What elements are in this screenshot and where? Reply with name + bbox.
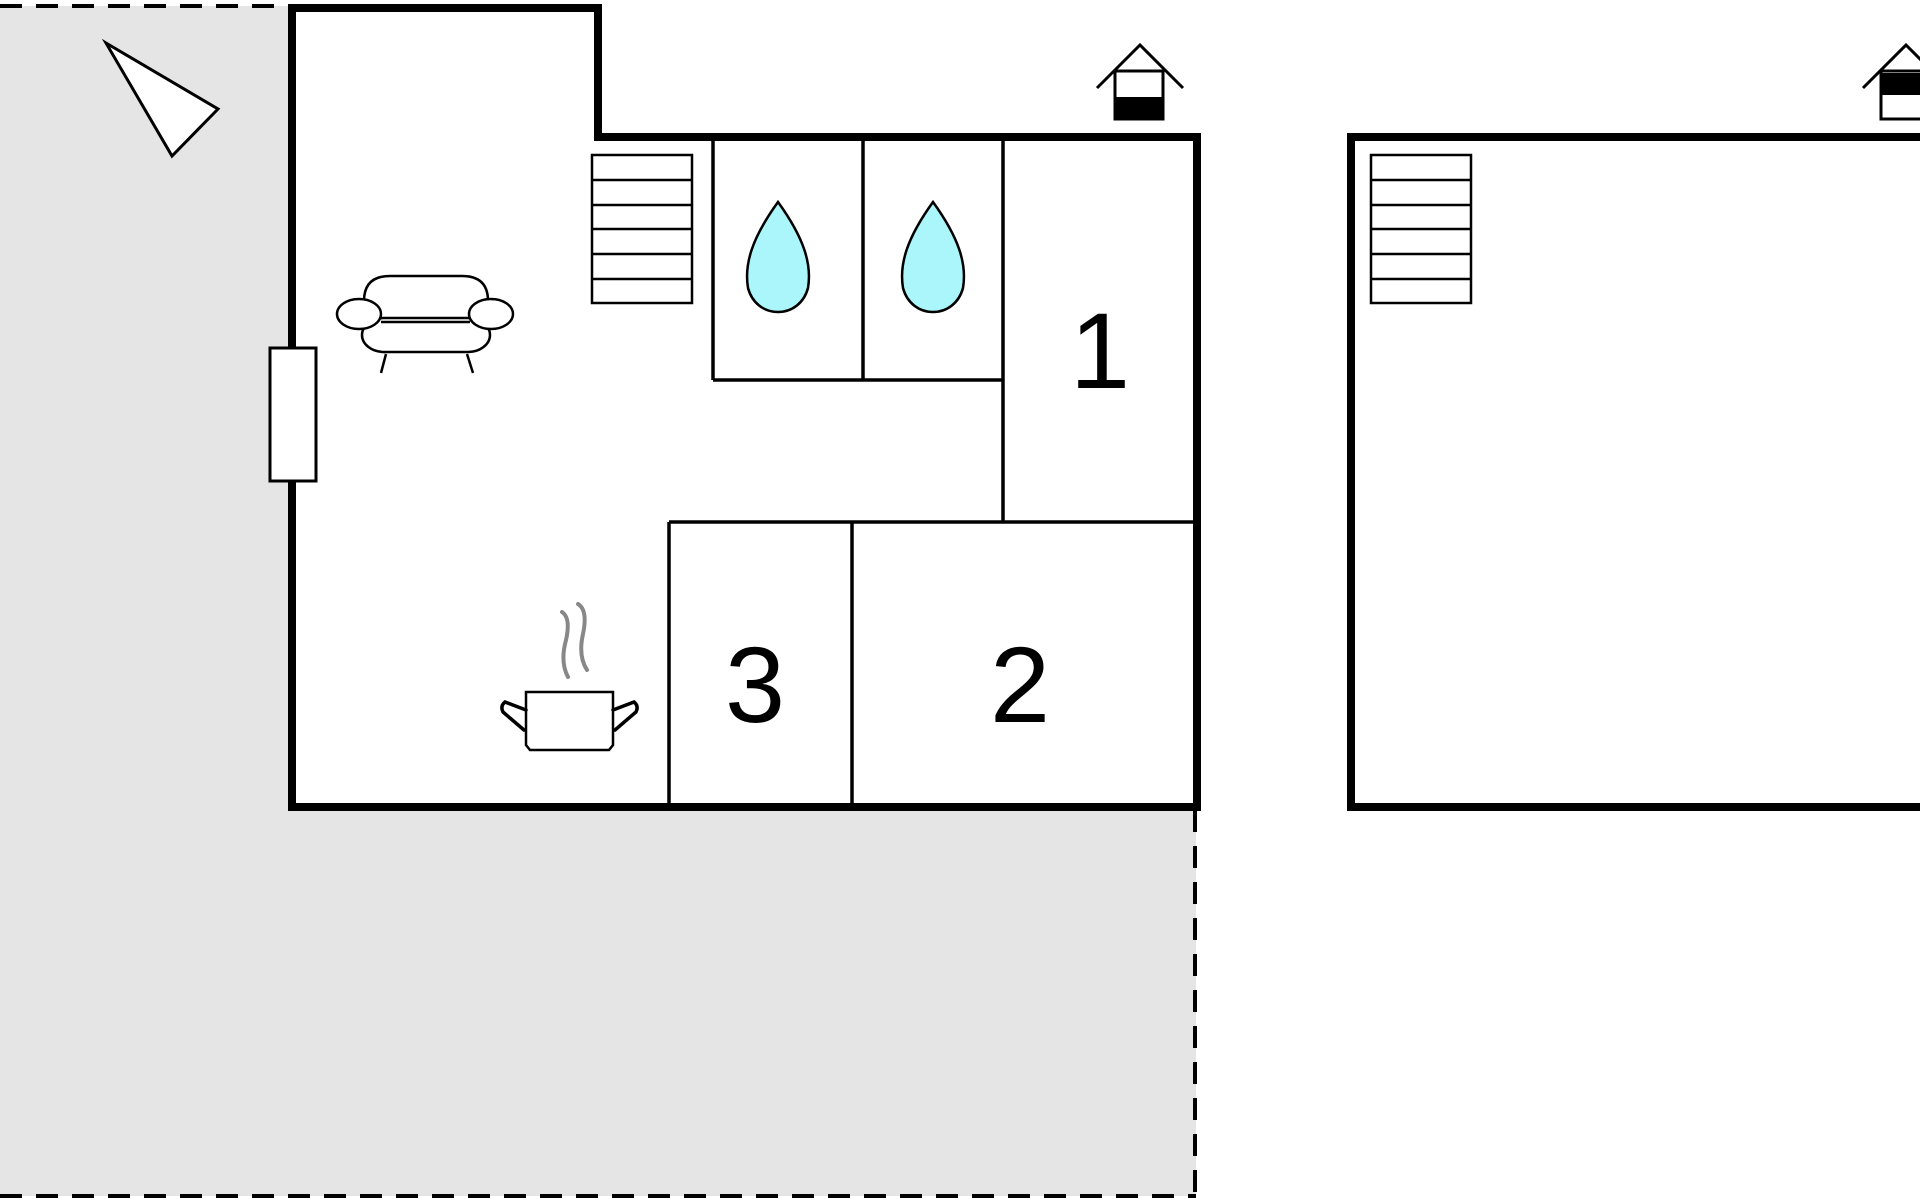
door-icon <box>268 346 318 483</box>
stairs-icon <box>1369 153 1473 305</box>
interior-walls <box>667 137 1197 807</box>
cooking-pot-icon <box>500 602 639 752</box>
bedroom-3-number: 3 <box>725 624 785 745</box>
water-drop-icon <box>900 199 966 314</box>
stairs-icon <box>590 153 694 305</box>
north-arrow-icon <box>101 38 221 159</box>
sofa-icon <box>335 274 515 374</box>
house-floor-icon <box>1095 42 1185 121</box>
bedroom-2-number: 2 <box>990 624 1050 745</box>
terrace <box>0 4 1197 1198</box>
upper-floor-building <box>1347 42 1920 811</box>
water-drop-icon <box>745 199 811 314</box>
bedroom-1-number: 1 <box>1070 290 1130 411</box>
house-floor-icon <box>1861 42 1920 121</box>
main-house-walls <box>288 4 1201 811</box>
main-house-floor <box>292 8 1197 807</box>
